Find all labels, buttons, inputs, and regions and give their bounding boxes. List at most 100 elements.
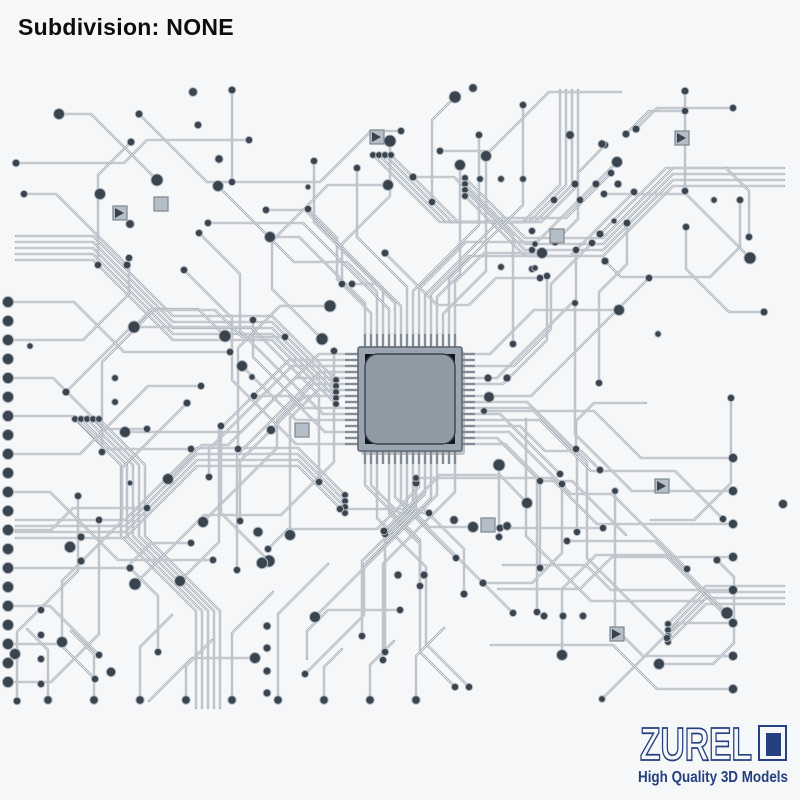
via <box>727 518 739 530</box>
diode-mark-icon <box>612 629 621 639</box>
via <box>728 103 738 113</box>
via <box>415 581 425 591</box>
via <box>644 273 654 283</box>
trace <box>206 221 391 336</box>
via <box>610 217 618 225</box>
trace <box>438 90 623 153</box>
via <box>1 504 15 518</box>
via <box>248 315 258 325</box>
via <box>263 544 273 554</box>
via <box>718 514 728 524</box>
via <box>105 666 117 678</box>
via <box>194 228 204 238</box>
via <box>379 526 389 536</box>
via <box>135 695 145 705</box>
via <box>19 189 29 199</box>
via <box>63 540 77 554</box>
trace <box>322 647 344 702</box>
via <box>303 204 313 214</box>
via <box>76 556 86 566</box>
via <box>1 409 15 423</box>
via <box>214 154 224 164</box>
via <box>502 521 512 531</box>
via <box>1 599 15 613</box>
via <box>252 526 264 538</box>
via <box>1 618 15 632</box>
subdivision-label: Subdivision: NONE <box>18 14 234 40</box>
via <box>212 180 224 192</box>
trace <box>276 562 330 702</box>
via <box>352 163 362 173</box>
chip-die <box>364 353 456 445</box>
via <box>497 175 505 183</box>
via <box>61 387 71 397</box>
via <box>134 109 144 119</box>
via <box>680 86 690 96</box>
via <box>204 472 214 482</box>
via <box>555 469 565 479</box>
via <box>56 636 68 648</box>
diode-mark-icon <box>372 132 381 142</box>
via <box>174 575 186 587</box>
via <box>304 183 312 191</box>
via <box>1 523 15 537</box>
via <box>578 611 588 621</box>
via <box>97 447 107 457</box>
logo-tagline: High Quality 3D Models <box>638 769 788 786</box>
via <box>508 608 518 618</box>
via <box>264 231 276 243</box>
via <box>464 682 474 692</box>
via <box>150 173 164 187</box>
via <box>284 529 296 541</box>
via <box>459 589 469 599</box>
via <box>508 339 518 349</box>
via <box>631 124 641 134</box>
via <box>1 580 15 594</box>
via <box>528 227 536 235</box>
via <box>36 605 46 615</box>
via <box>521 497 533 509</box>
via <box>36 654 46 664</box>
via <box>478 578 488 588</box>
via <box>565 130 575 140</box>
via <box>124 253 134 263</box>
via <box>227 85 237 95</box>
trace <box>137 112 403 184</box>
via <box>549 195 559 205</box>
via <box>778 499 788 509</box>
via <box>727 683 739 695</box>
via <box>203 218 213 228</box>
via <box>494 532 504 542</box>
via <box>181 695 191 705</box>
via <box>532 607 542 617</box>
via <box>727 650 739 662</box>
via <box>1 333 15 347</box>
via <box>556 649 568 661</box>
via <box>595 465 605 475</box>
via <box>236 360 248 372</box>
via <box>382 179 394 191</box>
via-layer <box>1 83 788 706</box>
via <box>531 240 539 248</box>
via <box>662 633 672 643</box>
via <box>233 444 243 454</box>
via <box>329 346 339 356</box>
via <box>76 532 86 542</box>
via <box>1 352 15 366</box>
via <box>468 83 478 93</box>
via <box>492 458 506 472</box>
via <box>347 279 357 289</box>
trace <box>288 388 347 537</box>
via <box>600 256 610 266</box>
via <box>743 251 757 265</box>
via <box>613 304 625 316</box>
via <box>142 503 152 513</box>
via <box>613 179 623 189</box>
via <box>587 238 597 248</box>
via <box>94 515 104 525</box>
via <box>261 205 271 215</box>
via <box>126 137 136 147</box>
via <box>424 508 434 518</box>
via <box>1 314 15 328</box>
via <box>680 186 690 196</box>
